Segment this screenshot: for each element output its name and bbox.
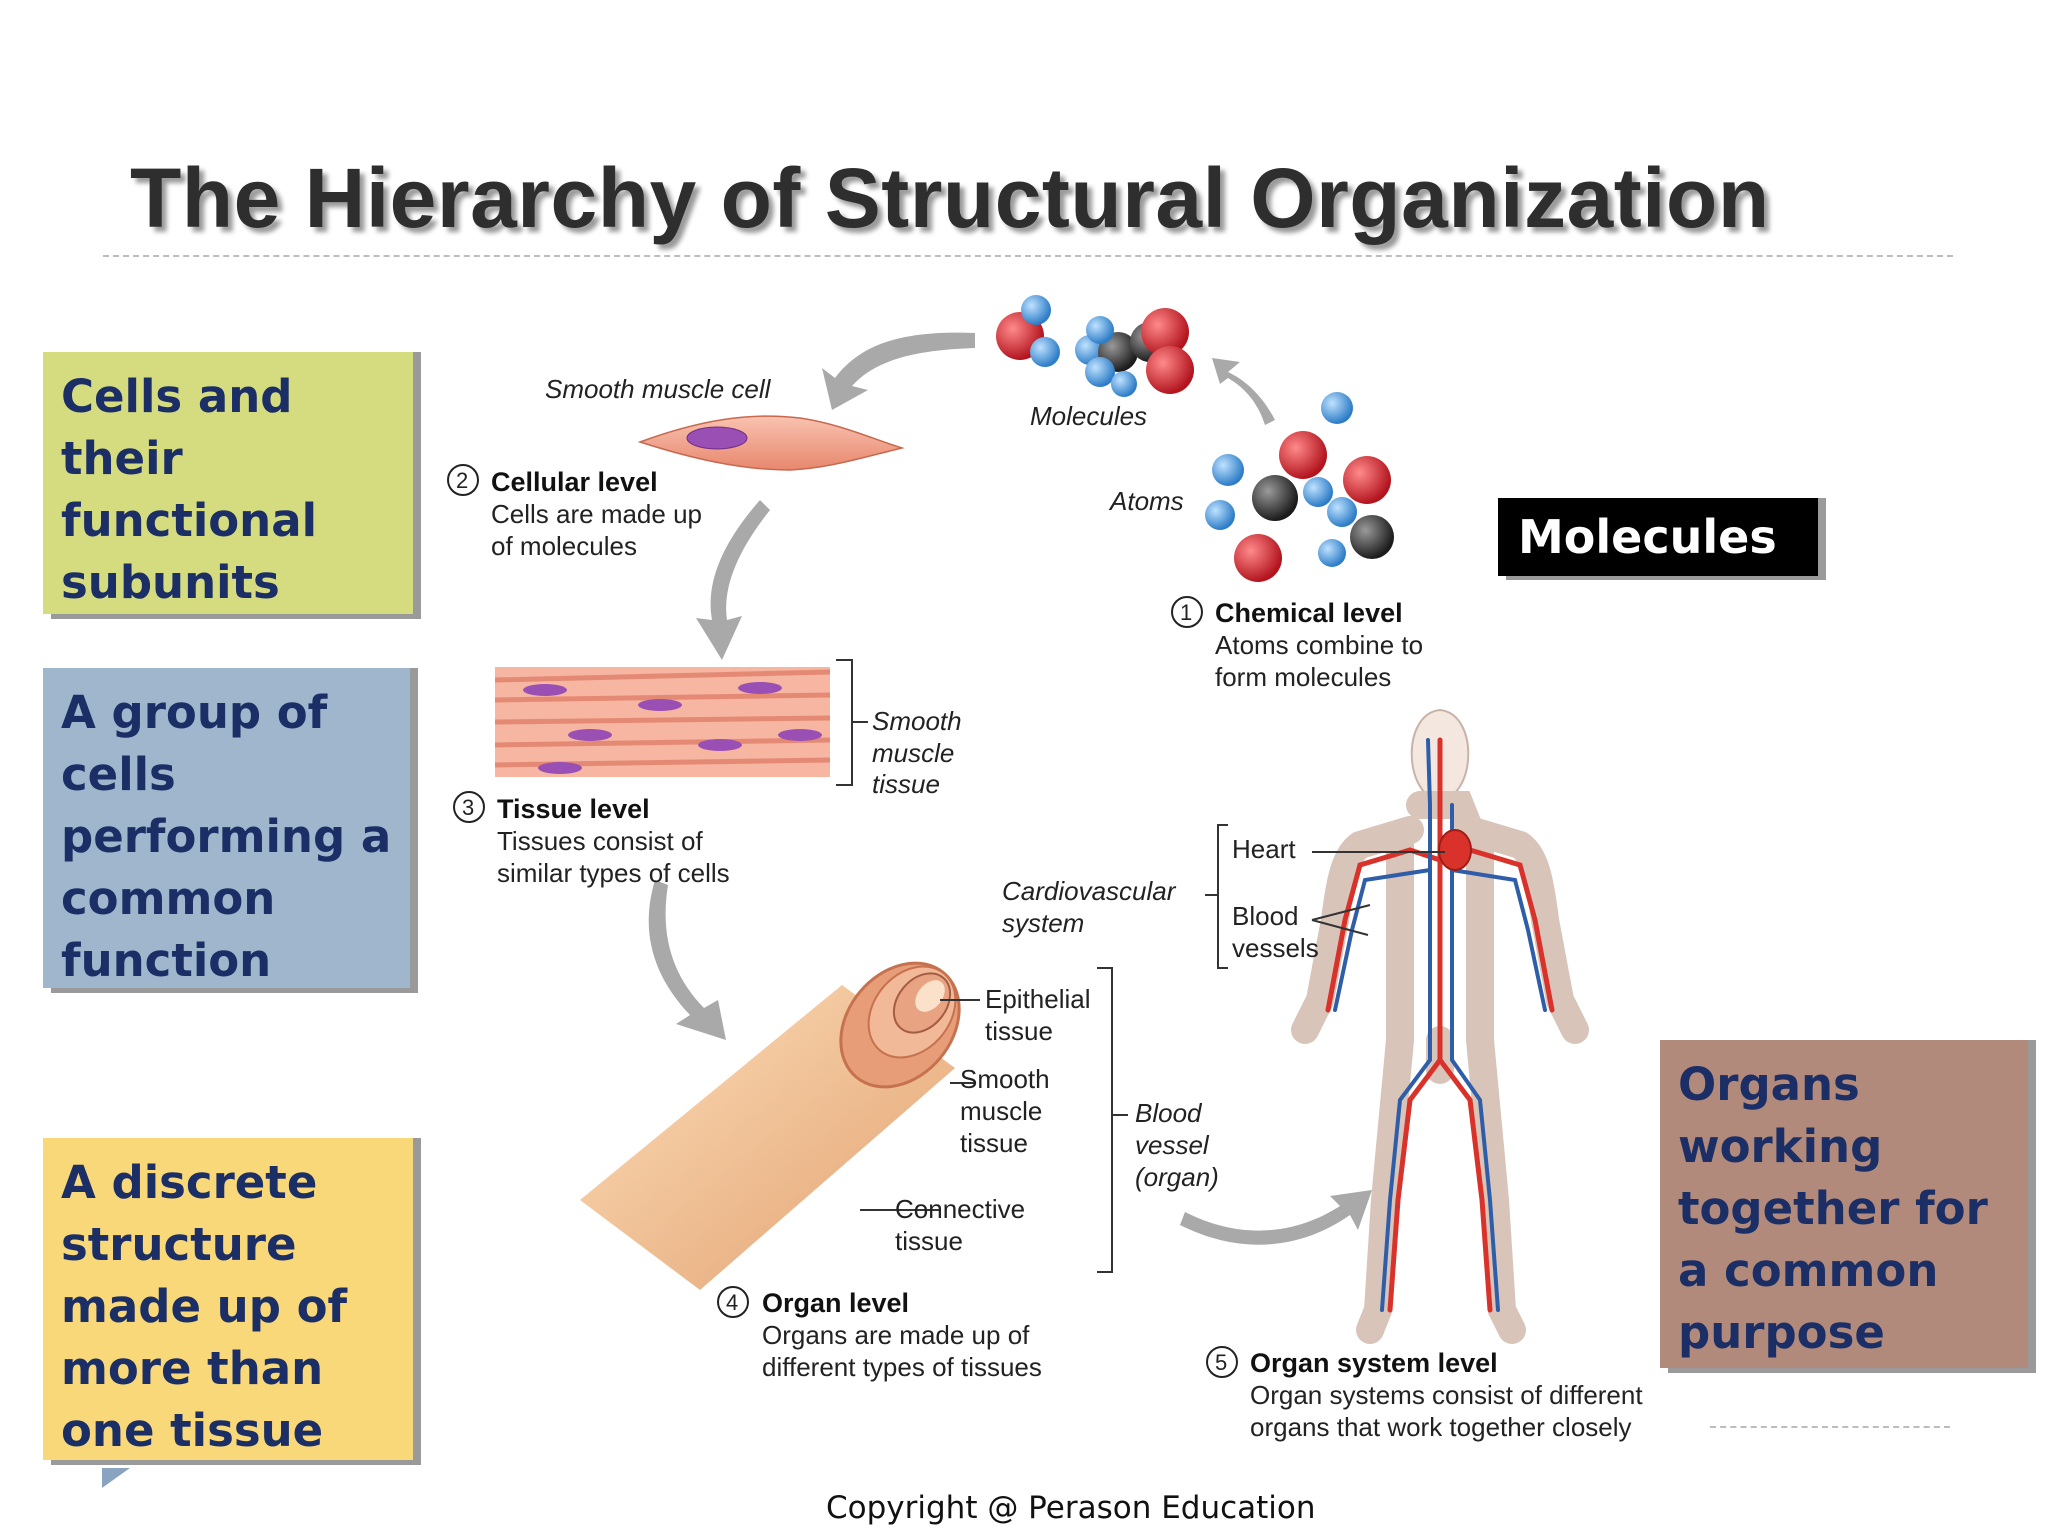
callout-tissue-line: A group of [61,686,328,739]
arrow-tissue-to-organ [648,880,726,1040]
chemical-level-desc: form molecules [1215,662,1391,692]
slide-title: The Hierarchy of Structural Organization [130,151,1770,245]
vessels-leader-line [1311,904,1371,936]
callout-cells-line: Cells and [61,370,293,423]
cellular-step-number: 2 [456,468,468,493]
arrow-organ-to-system [1180,1190,1372,1245]
callout-system-line: a common [1678,1244,1939,1297]
molecules-illustration [996,295,1194,397]
tissue-step-number: 3 [462,795,474,820]
step-number-circle [1206,1346,1238,1378]
tissue-label: tissue [872,769,940,799]
cardiovascular-figure [1291,708,1589,1344]
organ-bracket [1097,967,1128,1273]
tissue-level-title: Tissue level [497,794,650,824]
chemical-level-title: Chemical level [1215,598,1403,628]
tissue-bracket [836,659,868,786]
smooth-muscle-tissue-illustration [494,667,831,777]
molecules-callout: Molecules [1498,498,1818,576]
blood-vessel-illustration [580,961,961,1290]
system-level-title: Organ system level [1250,1348,1498,1378]
epithelial-label: tissue [985,1016,1053,1046]
tissue-label: muscle [872,738,954,768]
callout-organ-line: made up of [61,1280,348,1333]
system-level-desc: Organ systems consist of different [1250,1380,1643,1410]
callout-cells: Cells and their functional subunits [43,352,413,614]
callout-organ: A discrete structure made up of more tha… [43,1138,413,1460]
callout-organ-line: structure [61,1218,297,1271]
cellular-level-desc: Cells are made up [491,499,702,529]
flow-arrows [648,332,1372,1245]
organ-step-number: 4 [726,1290,738,1315]
organ-leader-lines [860,999,980,1211]
callout-tissue-line: common [61,872,276,925]
heart-label: Heart [1232,834,1296,864]
callout-system-line: working [1678,1120,1883,1173]
tissue-level-desc: similar types of cells [497,858,730,888]
atoms-label: Atoms [1108,486,1184,516]
callout-tissue-line: cells [61,748,176,801]
callout-cells-line: functional [61,494,318,547]
smooth-muscle-cell-illustration [637,415,905,471]
tissue-label: Smooth [872,706,962,736]
step-number-circle [717,1286,749,1318]
callout-system-line: together for [1678,1182,1988,1235]
smooth-muscle-cell-label: Smooth muscle cell [545,374,772,404]
tissue-level-desc: Tissues consist of [497,826,703,856]
molecules-label: Molecules [1030,401,1147,431]
step-number-circle [447,464,479,496]
organ-smooth-muscle-label: muscle [960,1096,1042,1126]
connective-tissue-label: Connective [895,1194,1025,1224]
organ-smooth-muscle-label: tissue [960,1128,1028,1158]
step-number-circle [453,791,485,823]
callout-system-line: purpose [1678,1306,1885,1359]
cellular-level-desc: of molecules [491,531,637,561]
step-number-circle [1171,596,1203,628]
connective-tissue-label: tissue [895,1226,963,1256]
callout-cells-line: their [61,432,183,485]
cell-nucleus [686,426,748,450]
copyright-text: Copyright @ Perason Education [826,1490,1316,1526]
organ-level-desc: different types of tissues [762,1352,1042,1382]
blood-vessel-label: (organ) [1135,1162,1219,1192]
callout-system-line: Organs [1678,1058,1860,1111]
organ-smooth-muscle-label: Smooth [960,1064,1050,1094]
arrow-atoms-to-molecules [1212,358,1275,425]
slide-corner-marker [102,1468,130,1488]
blood-vessels-label: vessels [1232,933,1319,963]
callout-tissue-line: performing a [61,810,392,863]
callout-tissue-line: function [61,934,272,987]
callout-organ-line: more than [61,1342,324,1395]
callout-organ-system: Organs working together for a common pur… [1660,1040,2028,1368]
blood-vessel-label: Blood [1135,1098,1203,1128]
cardio-bracket [1205,824,1228,969]
chemical-step-number: 1 [1180,600,1192,625]
organ-level-desc: Organs are made up of [762,1320,1030,1350]
atoms-illustration [1205,392,1394,582]
system-step-number: 5 [1215,1350,1227,1375]
cardiovascular-label: system [1002,908,1084,938]
callout-organ-line: A discrete [61,1156,318,1209]
callout-organ-line: one tissue [61,1404,324,1457]
blood-vessels-label: Blood [1232,901,1299,931]
system-level-desc: organs that work together closely [1250,1412,1632,1442]
cardiovascular-label: Cardiovascular [1002,876,1177,906]
arrow-cell-to-tissue [696,500,770,660]
chemical-level-desc: Atoms combine to [1215,630,1423,660]
epithelial-label: Epithelial [985,984,1091,1014]
callout-cells-line: subunits [61,556,280,609]
organ-level-title: Organ level [762,1288,909,1318]
title-underline [103,255,1953,257]
blood-vessel-label: vessel [1135,1130,1210,1160]
callout-tissue: A group of cells performing a common fun… [43,668,410,988]
cellular-level-title: Cellular level [491,467,658,497]
arrow-molecules-to-cell [822,332,975,410]
bottom-rule [1710,1426,1950,1428]
